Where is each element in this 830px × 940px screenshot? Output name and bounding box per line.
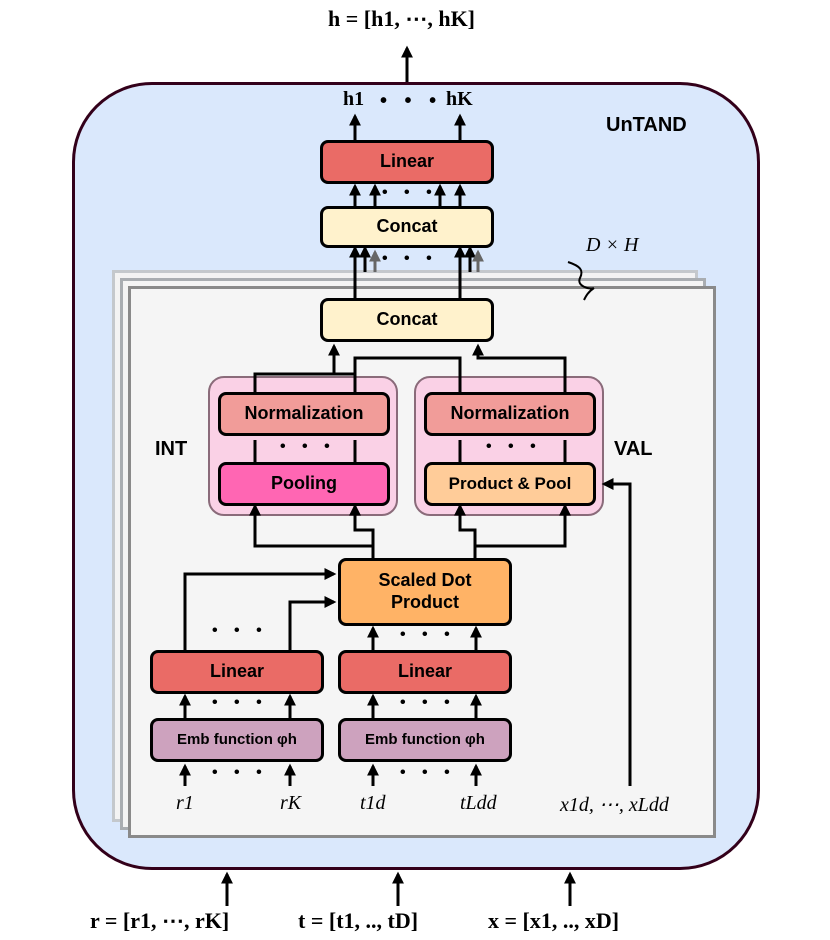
ellipsis: • • • (212, 764, 268, 781)
val-label: VAL (614, 438, 653, 460)
int-label: INT (155, 438, 188, 460)
input-label-tldd: tLdd (460, 792, 497, 814)
concat-inner-block: Concat (320, 298, 494, 342)
input-label-rk: rK (280, 792, 302, 814)
input-label-t1d: t1d (360, 792, 386, 814)
concat-top-block: Concat (320, 206, 494, 248)
ellipsis: • • • (380, 90, 443, 112)
emb-function-r-block: Emb function φh (150, 718, 324, 762)
output-label-hk: hK (446, 88, 473, 110)
normalization-val-block: Normalization (424, 392, 596, 436)
input-label-x-series: x1d, ⋯, xLdd (560, 794, 669, 816)
ellipsis: • • • (400, 764, 456, 781)
input-x-expression: x = [x1, .., xD] (488, 908, 620, 933)
ellipsis: • • • (400, 626, 456, 643)
pooling-block: Pooling (218, 462, 390, 506)
linear-top-block: Linear (320, 140, 494, 184)
scaled-dot-product-block: Scaled Dot Product (338, 558, 512, 626)
ellipsis: • • • (486, 438, 542, 455)
ellipsis: • • • (280, 438, 336, 455)
ellipsis: • • • (212, 622, 268, 639)
input-r-expression: r = [r1, ⋯, rK] (90, 908, 230, 933)
ellipsis: • • • (400, 694, 456, 711)
output-expression: h = [h1, ⋯, hK] (328, 6, 476, 31)
linear-t-block: Linear (338, 650, 512, 694)
normalization-int-block: Normalization (218, 392, 390, 436)
product-pool-block: Product & Pool (424, 462, 596, 506)
output-label-h1: h1 (343, 88, 365, 110)
ellipsis: • • • (382, 250, 438, 267)
heads-label: D × H (586, 234, 639, 256)
ellipsis: • • • (212, 694, 268, 711)
ellipsis: • • • (382, 184, 438, 201)
input-t-expression: t = [t1, .., tD] (298, 908, 419, 933)
linear-r-block: Linear (150, 650, 324, 694)
emb-function-t-block: Emb function φh (338, 718, 512, 762)
module-title: UnTAND (606, 114, 687, 136)
input-label-r1: r1 (176, 792, 194, 814)
